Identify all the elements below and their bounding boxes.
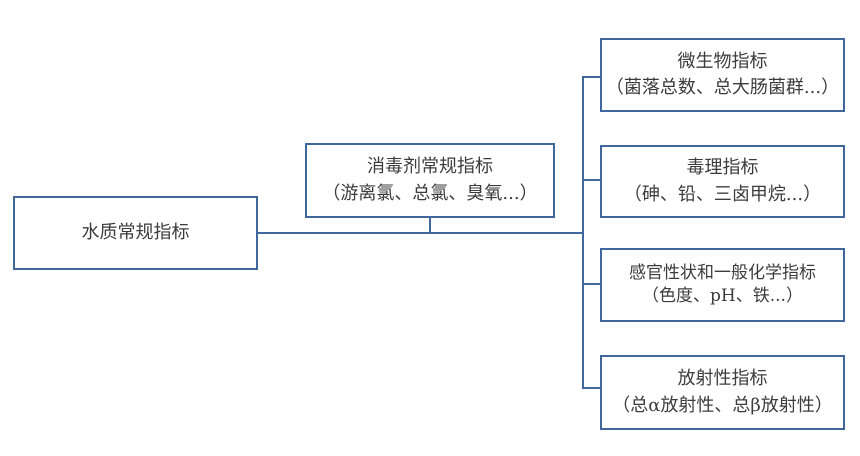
connector-stub-sensory: [582, 283, 600, 285]
node-disinfectant: 消毒剂常规指标 （游离氯、总氯、臭氧...）: [305, 143, 555, 218]
node-title: 微生物指标: [677, 50, 768, 72]
node-subtitle: （砷、铅、三卤甲烷...）: [623, 183, 822, 205]
node-microbial: 微生物指标 （菌落总数、总大肠菌群...）: [600, 38, 845, 112]
node-subtitle: （菌落总数、总大肠菌群...）: [605, 77, 840, 98]
node-label: 水质常规指标: [81, 221, 190, 243]
connector-root-to-spine: [258, 232, 584, 234]
connector-spine: [582, 76, 584, 389]
node-sensory-chemical: 感官性状和一般化学指标 （色度、pH、铁...）: [600, 248, 845, 322]
node-subtitle: （总α放射性、总β放射性）: [612, 394, 833, 416]
connector-mid-drop: [429, 218, 431, 234]
connector-stub-microbial: [582, 76, 600, 78]
node-toxicology: 毒理指标 （砷、铅、三卤甲烷...）: [600, 145, 845, 218]
node-radioactive: 放射性指标 （总α放射性、总β放射性）: [600, 355, 845, 430]
node-title: 毒理指标: [686, 157, 759, 179]
node-subtitle: （游离氯、总氯、臭氧...）: [322, 182, 538, 204]
node-water-quality-root: 水质常规指标: [13, 196, 258, 270]
node-subtitle: （色度、pH、铁...）: [642, 286, 803, 306]
connector-stub-radioactive: [582, 387, 600, 389]
node-title: 消毒剂常规指标: [367, 156, 493, 178]
node-title: 感官性状和一般化学指标: [629, 263, 816, 284]
connector-stub-toxicology: [582, 179, 600, 181]
node-title: 放射性指标: [677, 368, 768, 390]
